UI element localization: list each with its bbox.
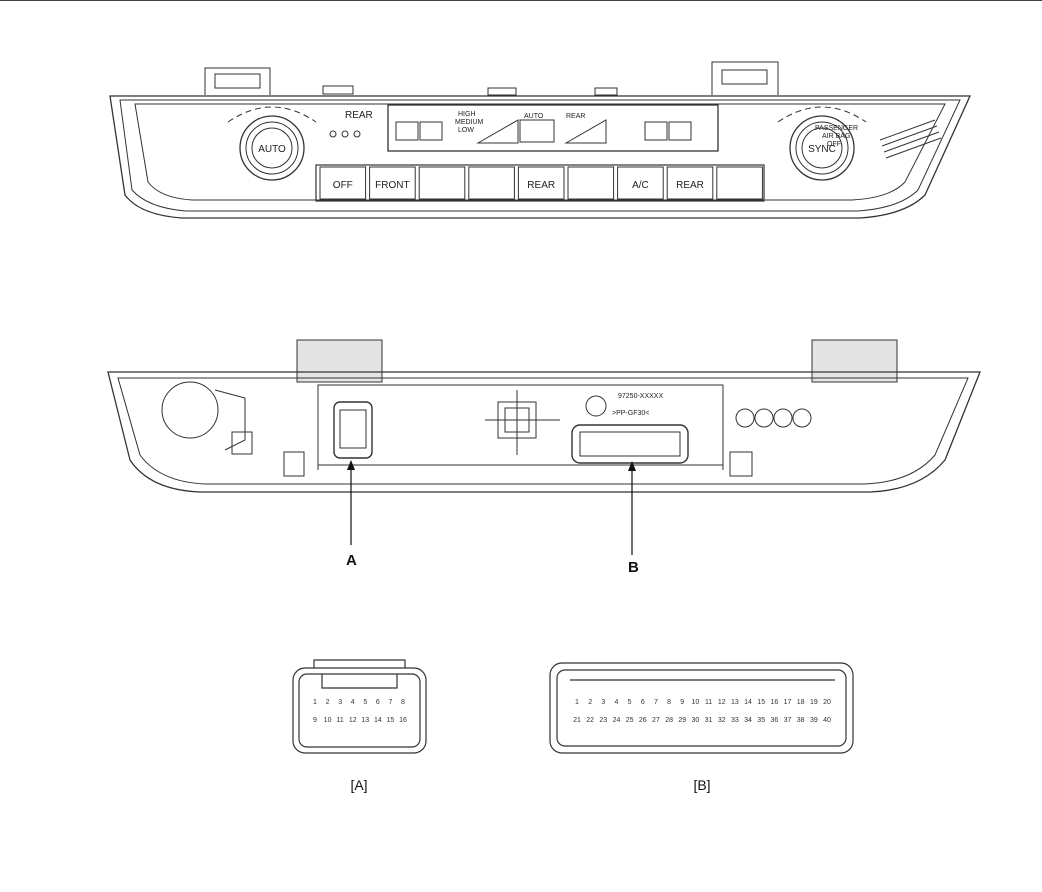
sync-knob-label: SYNC: [808, 144, 836, 155]
connector-b-pin-4: 4: [615, 699, 619, 706]
front-button-8[interactable]: [716, 166, 763, 200]
material-code: >PP-GF30<: [612, 410, 649, 417]
front-button-label-7: REAR: [676, 180, 704, 191]
connector-a-pin-15: 15: [387, 717, 395, 724]
connector-b-pin-39: 39: [810, 717, 818, 724]
connector-b-pin-9: 9: [680, 699, 684, 706]
connector-b-pin-27: 27: [652, 717, 660, 724]
front-button-3[interactable]: [468, 166, 515, 200]
connector-b-pin-16: 16: [770, 699, 778, 706]
connector-a-caption: [A]: [350, 777, 367, 793]
connector-b-pin-7: 7: [654, 699, 658, 706]
display-auto: AUTO: [524, 113, 544, 120]
connector-a-pin-2: 2: [326, 699, 330, 706]
connector-b-pin-29: 29: [678, 717, 686, 724]
display-high: HIGH: [458, 111, 476, 118]
front-button-label-1: FRONT: [375, 180, 409, 191]
connector-b-pin-23: 23: [599, 717, 607, 724]
connector-b-pin-37: 37: [784, 717, 792, 724]
front-button-0[interactable]: [319, 166, 367, 200]
top-rule: [0, 0, 1042, 1]
connector-a-pin-12: 12: [349, 717, 357, 724]
connector-a-pin-3: 3: [338, 699, 342, 706]
front-button-label-0: OFF: [333, 180, 353, 191]
passenger-airbag-line2: AIR BAG: [822, 133, 850, 140]
connector-a-pin-6: 6: [376, 699, 380, 706]
passenger-airbag-line1: PASSENGER: [815, 125, 858, 132]
display-rear: REAR: [566, 113, 585, 120]
connector-b-pin-2: 2: [588, 699, 592, 706]
connector-b-pin-20: 20: [823, 699, 831, 706]
connector-b-pin-1: 1: [575, 699, 579, 706]
connector-b-pin-8: 8: [667, 699, 671, 706]
connector-b-drawing: [549, 662, 854, 754]
connector-a-pin-4: 4: [351, 699, 355, 706]
connector-b-pin-18: 18: [797, 699, 805, 706]
front-button-6[interactable]: [617, 166, 664, 200]
connector-b-pin-31: 31: [705, 717, 713, 724]
callout-b-label: B: [628, 559, 639, 576]
connector-b-pin-5: 5: [628, 699, 632, 706]
connector-b-pin-21: 21: [573, 717, 581, 724]
part-number: 97250-XXXXX: [618, 393, 663, 400]
connector-a-drawing: [292, 659, 427, 754]
connector-a-pin-7: 7: [388, 699, 392, 706]
rear-label: REAR: [345, 110, 373, 121]
connector-b-pin-19: 19: [810, 699, 818, 706]
front-button-2[interactable]: [418, 166, 466, 200]
front-button-1[interactable]: [369, 166, 416, 200]
connector-b-pin-14: 14: [744, 699, 752, 706]
front-button-4[interactable]: [517, 166, 565, 200]
passenger-airbag-line3: OFF: [827, 141, 841, 148]
connector-b-pin-24: 24: [613, 717, 621, 724]
connector-b-pin-35: 35: [757, 717, 765, 724]
connector-b-caption: [B]: [693, 777, 710, 793]
display-low: LOW: [458, 127, 474, 134]
connector-a-pin-11: 11: [337, 717, 344, 724]
back-panel: [107, 339, 981, 555]
display-medium: MEDIUM: [455, 119, 484, 126]
connector-a-pin-1: 1: [313, 699, 317, 706]
connector-b-pin-38: 38: [797, 717, 805, 724]
connector-b-pin-40: 40: [823, 717, 831, 724]
connector-a-pin-16: 16: [399, 717, 407, 724]
front-button-label-4: REAR: [527, 180, 555, 191]
connector-b-pin-26: 26: [639, 717, 647, 724]
connector-a-pin-10: 10: [324, 717, 332, 724]
connector-b-pin-12: 12: [718, 699, 726, 706]
connector-b-pin-13: 13: [731, 699, 739, 706]
front-button-5[interactable]: [567, 166, 615, 200]
connector-a-pin-9: 9: [313, 717, 317, 724]
connector-b-pin-6: 6: [641, 699, 645, 706]
connector-a-pin-13: 13: [361, 717, 369, 724]
front-panel: [109, 61, 972, 219]
connector-b-pin-32: 32: [718, 717, 726, 724]
callout-a-label: A: [346, 552, 357, 569]
front-button-label-6: A/C: [632, 180, 649, 191]
connector-b-pin-17: 17: [784, 699, 792, 706]
connector-a-pin-14: 14: [374, 717, 382, 724]
front-button-row: OFF FRONT REAR A/C REAR: [319, 166, 763, 200]
connector-b-pin-28: 28: [665, 717, 673, 724]
connector-b-pin-36: 36: [770, 717, 778, 724]
auto-knob-label: AUTO: [258, 144, 286, 155]
connector-b-pin-3: 3: [601, 699, 605, 706]
front-button-7[interactable]: [666, 166, 714, 200]
connector-b-pin-11: 11: [705, 699, 712, 706]
connector-b-pin-34: 34: [744, 717, 752, 724]
connector-b-pin-10: 10: [692, 699, 700, 706]
connector-b-pin-33: 33: [731, 717, 739, 724]
connector-a-pin-8: 8: [401, 699, 405, 706]
connector-a-pin-5: 5: [363, 699, 367, 706]
connector-b-pin-25: 25: [626, 717, 634, 724]
connector-b-pin-30: 30: [692, 717, 700, 724]
connector-b-pin-15: 15: [757, 699, 765, 706]
connector-b-pin-22: 22: [586, 717, 594, 724]
